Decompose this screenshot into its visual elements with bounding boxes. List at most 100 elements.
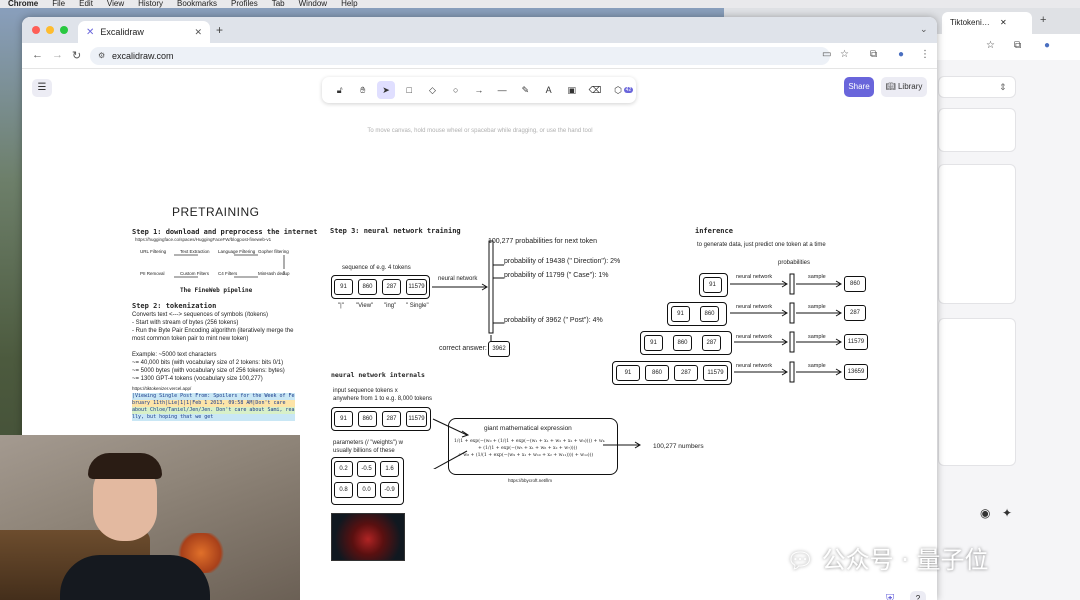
inference-arrows bbox=[730, 273, 842, 383]
token-box: 11579 bbox=[406, 411, 427, 427]
expression-url: https://bbycroft.net/llm bbox=[508, 478, 553, 483]
arrow-tool[interactable]: → bbox=[470, 81, 488, 99]
sampled-token: 13659 bbox=[844, 364, 868, 380]
wechat-icon: 💬︎ bbox=[786, 549, 814, 574]
twitter-icon[interactable]: ✦ bbox=[1002, 506, 1013, 520]
step2-line-2: - Start with stream of bytes (256 tokens… bbox=[132, 320, 239, 326]
menu-bookmarks[interactable]: Bookmarks bbox=[177, 0, 218, 8]
site-info-icon[interactable]: ⚙ bbox=[98, 51, 106, 60]
profile-icon[interactable]: ● bbox=[898, 49, 905, 60]
hamburger-icon: ☰ bbox=[37, 82, 47, 93]
image-tool[interactable]: ▣ bbox=[563, 81, 581, 99]
more-menu-icon[interactable]: ⋮ bbox=[920, 49, 930, 60]
menu-app[interactable]: Chrome bbox=[8, 0, 39, 8]
text-icon: A bbox=[545, 85, 552, 95]
background-tab-tiktokenizer[interactable]: Tiktokeni… ✕ bbox=[942, 12, 1032, 34]
token-line-3: about Chloe/Taniel/Jen/Jen. Don't care a… bbox=[132, 407, 295, 414]
help-button[interactable]: ? bbox=[910, 591, 926, 600]
text-tool[interactable]: A bbox=[540, 81, 558, 99]
reload-icon[interactable]: ↻ bbox=[72, 50, 82, 62]
sequence-label: sequence of e.g. 4 tokens bbox=[342, 265, 411, 271]
badge-count: 42 bbox=[623, 87, 634, 93]
param-box: -0.9 bbox=[380, 482, 399, 498]
new-tab-icon[interactable]: + bbox=[216, 23, 224, 37]
menu-tab[interactable]: Tab bbox=[271, 0, 285, 8]
inference-sample-label: sample bbox=[808, 363, 826, 369]
profile-icon[interactable]: ● bbox=[1044, 40, 1051, 51]
param-box: 0.2 bbox=[334, 461, 353, 477]
expression-line-2: + (1/(1 + exp(−(w₅ + x₁ + w₆ + x₂ + w₇))… bbox=[478, 446, 578, 451]
line-icon: — bbox=[497, 85, 507, 95]
menu-profiles[interactable]: Profiles bbox=[231, 0, 258, 8]
fineweb-pipeline-diagram bbox=[174, 254, 285, 278]
close-window-button[interactable] bbox=[32, 26, 40, 34]
extensions-icon[interactable]: ⧉ bbox=[1014, 40, 1022, 51]
sampled-token: 11579 bbox=[844, 334, 868, 350]
token-word: "View" bbox=[356, 303, 374, 309]
zoom-window-button[interactable] bbox=[60, 26, 68, 34]
help-icon: ? bbox=[915, 594, 921, 600]
url-text: excalidraw.com bbox=[112, 51, 174, 61]
token-line-4: lly, but hoping that we get bbox=[132, 414, 295, 421]
forward-arrow-icon[interactable]: → bbox=[52, 49, 63, 61]
ellipse-tool[interactable]: ○ bbox=[447, 81, 465, 99]
shield-icon[interactable]: ⛨ bbox=[886, 593, 895, 600]
minimize-window-button[interactable] bbox=[46, 26, 54, 34]
cast-icon[interactable]: ▭ bbox=[822, 49, 832, 60]
inference-row-4-box bbox=[612, 361, 732, 385]
extensions-icon[interactable]: ⧉ bbox=[870, 49, 878, 60]
background-panel-2 bbox=[938, 164, 1016, 304]
background-select[interactable]: ⇕ bbox=[938, 76, 1016, 98]
pipeline-node-minhash-dedup: MinHash dedup bbox=[258, 271, 290, 276]
back-arrow-icon[interactable]: ← bbox=[32, 49, 43, 61]
inference-sample-label: sample bbox=[808, 304, 826, 310]
expression-line-3: + w₈ + (1/(1 + exp(−(w₉ + x₁ + w₁₀ + x₂ … bbox=[458, 453, 594, 458]
url-field[interactable]: ⚙ excalidraw.com bbox=[90, 47, 830, 65]
param-box: -0.5 bbox=[357, 461, 376, 477]
menu-history[interactable]: History bbox=[138, 0, 164, 8]
star-icon[interactable]: ☆ bbox=[840, 49, 849, 60]
library-button[interactable]: 📖︎ Library bbox=[881, 77, 927, 97]
main-menu-button[interactable]: ☰ bbox=[32, 79, 52, 97]
inference-subtitle: to generate data, just predict one token… bbox=[697, 242, 826, 248]
step1-title: Step 1: download and preprocess the inte… bbox=[132, 228, 318, 236]
correct-answer-label: correct answer: bbox=[439, 345, 487, 352]
line-tool[interactable]: — bbox=[493, 81, 511, 99]
eraser-icon: ⌫ bbox=[588, 84, 602, 95]
step2-title: Step 2: tokenization bbox=[132, 302, 217, 310]
draw-tool[interactable]: ✎ bbox=[516, 81, 534, 99]
close-icon[interactable]: ✕ bbox=[999, 18, 1007, 27]
menu-view[interactable]: View bbox=[106, 0, 125, 8]
diamond-tool[interactable]: ◇ bbox=[423, 81, 441, 99]
webcam-overlay bbox=[0, 435, 300, 600]
selection-tool[interactable]: ➤ bbox=[377, 81, 396, 99]
expression-line-1: 1/(1 + exp(−(w₀ + (1/(1 + exp(−(w₁ + x₁ … bbox=[454, 439, 605, 444]
background-tab-title: Tiktokeni… bbox=[950, 18, 990, 27]
library-icon: 📖︎ bbox=[885, 82, 896, 91]
params-label-1: parameters (/ "weights") w bbox=[333, 440, 403, 446]
lock-tool[interactable]: 🔓︎ bbox=[331, 81, 349, 99]
token-box: 860 bbox=[645, 365, 669, 381]
chevron-down-icon[interactable]: ⌄ bbox=[920, 24, 928, 34]
excalidraw-canvas[interactable]: ☰ 🔓︎ ✋︎ ➤ □ ◇ ○ → — ✎ A ▣ ⌫ ⬡42 Share 📖︎… bbox=[22, 69, 937, 600]
menu-window[interactable]: Window bbox=[298, 0, 328, 8]
neural-network-label: neural network bbox=[438, 276, 478, 282]
hand-tool[interactable]: ✋︎ bbox=[354, 81, 372, 99]
pencil-icon: ✎ bbox=[521, 84, 530, 95]
eraser-tool[interactable]: ⌫ bbox=[586, 81, 604, 99]
token-box: 11579 bbox=[406, 279, 427, 295]
token-box: 287 bbox=[674, 365, 698, 381]
close-icon[interactable]: ✕ bbox=[194, 26, 202, 37]
background-panel-1 bbox=[938, 108, 1016, 152]
example-line-2: ~= 40,000 bits (with vocabulary size of … bbox=[132, 360, 284, 366]
star-icon[interactable]: ☆ bbox=[986, 40, 995, 51]
github-icon[interactable]: ◉ bbox=[980, 506, 991, 520]
menu-help[interactable]: Help bbox=[341, 0, 358, 8]
rectangle-tool[interactable]: □ bbox=[400, 81, 418, 99]
menu-file[interactable]: File bbox=[52, 0, 66, 8]
tab-excalidraw[interactable]: ✕ Excalidraw ✕ bbox=[78, 21, 210, 43]
share-button[interactable]: Share bbox=[844, 77, 874, 97]
menu-edit[interactable]: Edit bbox=[79, 0, 93, 8]
new-tab-icon[interactable]: + bbox=[1040, 14, 1047, 26]
more-tools[interactable]: ⬡42 bbox=[609, 81, 634, 99]
